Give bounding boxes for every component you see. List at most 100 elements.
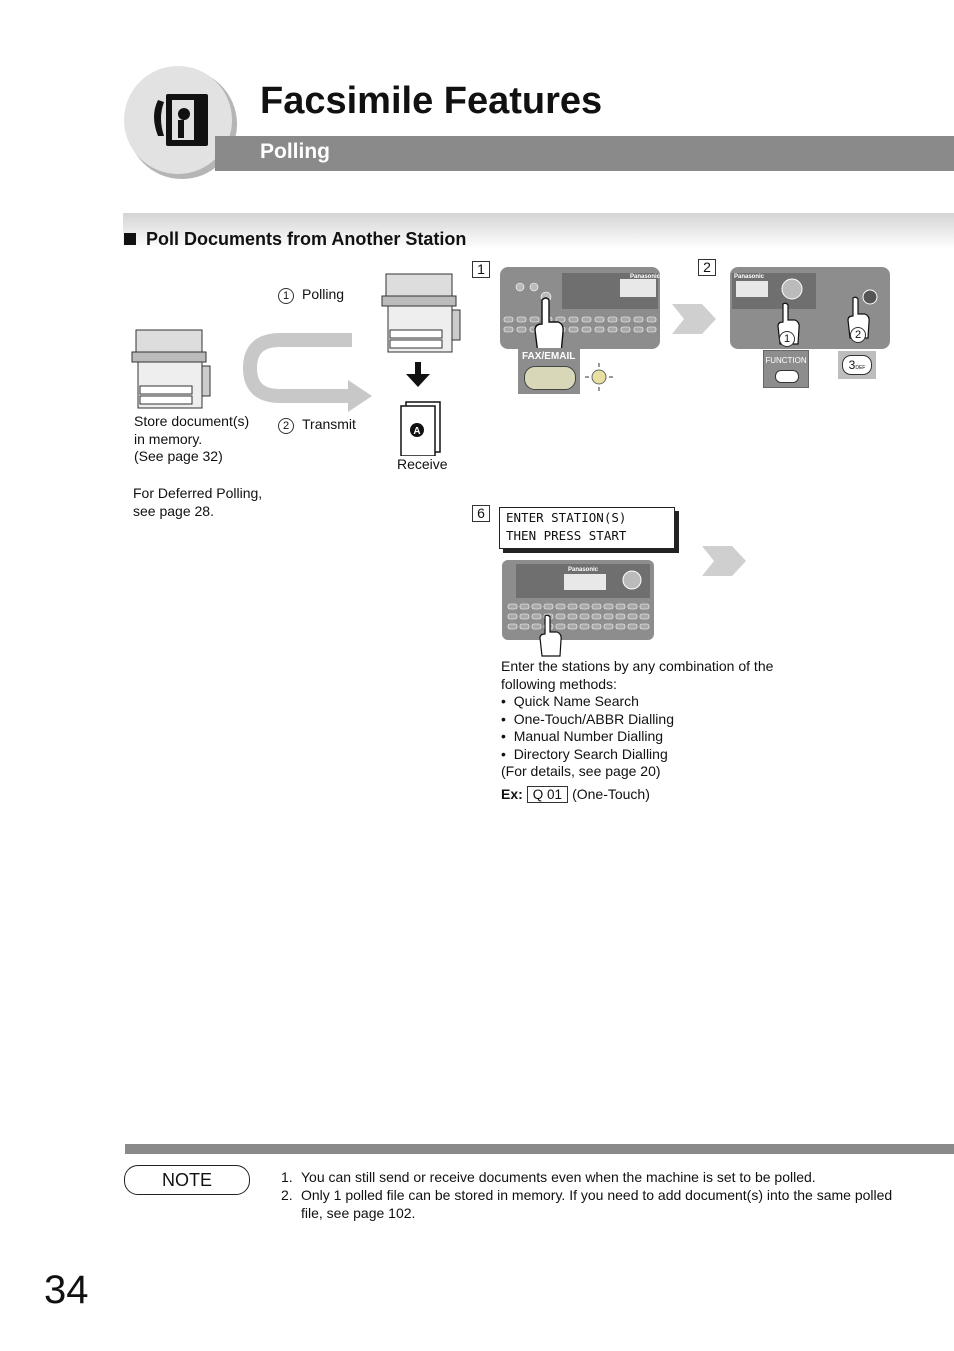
- method-item: • Quick Name Search: [501, 693, 639, 709]
- panel-key: [581, 316, 592, 323]
- fax-email-button-icon: [524, 366, 576, 390]
- panel-key: [594, 326, 605, 333]
- panel-brand-1: Panasonic: [630, 274, 660, 280]
- note-item-text: Only 1 polled file can be stored in memo…: [301, 1187, 893, 1221]
- note-item-text: You can still send or receive documents …: [301, 1169, 816, 1185]
- deferred-text: For Deferred Polling, see page 28.: [133, 485, 262, 520]
- panel-key: [555, 316, 566, 323]
- panel-key: [568, 316, 579, 323]
- panel-key: [620, 316, 631, 323]
- function-key: FUNCTION: [763, 350, 809, 388]
- example-line: Ex:Q 01(One-Touch): [501, 785, 811, 804]
- key-3-def: 3DEF: [838, 351, 876, 379]
- method-text: Quick Name Search: [513, 693, 639, 709]
- method-text: One-Touch/ABBR Dialling: [513, 710, 674, 727]
- step-2-circle-2: 2: [850, 327, 866, 343]
- fax-email-label: FAX/EMAIL: [522, 351, 576, 362]
- section-title-text: Poll Documents from Another Station: [146, 229, 467, 249]
- transmit-label: 2 Transmit: [278, 416, 356, 434]
- method-text: Manual Number Dialling: [513, 728, 664, 744]
- store-line-3: (See page 32): [134, 448, 223, 464]
- store-text: Store document(s) in memory. (See page 3…: [134, 413, 249, 466]
- transmit-number: 2: [278, 418, 294, 434]
- panel-key: [516, 316, 527, 323]
- panel-key: [581, 326, 592, 333]
- example-label: Ex:: [501, 785, 523, 802]
- fax-icon: [154, 94, 208, 146]
- header-emblem: [122, 64, 238, 180]
- subtitle-bar: [215, 136, 954, 171]
- panel-key: [607, 316, 618, 323]
- local-machine-illustration: [130, 326, 212, 412]
- down-arrow-icon: [405, 362, 431, 388]
- next-arrow-icon-2: [702, 546, 746, 576]
- function-label: FUNCTION: [765, 356, 807, 365]
- section-title: Poll Documents from Another Station: [124, 229, 466, 250]
- polling-label: 1 Polling: [278, 286, 344, 304]
- example-note: (One-Touch): [572, 785, 650, 802]
- step-6-hand-icon: [538, 614, 564, 658]
- doc-letter: A: [413, 426, 420, 437]
- polling-text: Polling: [302, 286, 345, 302]
- square-bullet-icon: [124, 233, 136, 245]
- transmit-text: Transmit: [302, 416, 356, 432]
- page-number: 34: [44, 1268, 89, 1312]
- lcd-line-2: THEN PRESS START: [506, 528, 627, 543]
- method-item: • One-Touch/ABBR Dialling: [501, 710, 674, 727]
- intro-line-1: Enter the stations by any combination of…: [501, 658, 774, 674]
- fax-lamp-lit-icon: [584, 362, 614, 392]
- method-item: • Directory Search Dialling: [501, 745, 668, 762]
- step-6-number: 6: [472, 505, 490, 522]
- instructions: Enter the stations by any combination of…: [501, 658, 811, 803]
- polling-flow-arrow: [240, 332, 375, 412]
- function-button-icon: [775, 370, 799, 383]
- panel-key: [516, 326, 527, 333]
- section-band: [123, 213, 954, 249]
- example-key: Q 01: [526, 785, 569, 803]
- deferred-line-1: For Deferred Polling,: [133, 485, 263, 501]
- page-subtitle: Polling: [260, 140, 330, 163]
- remote-machine-illustration: [380, 270, 462, 356]
- panel-key: [633, 316, 644, 323]
- page-title: Facsimile Features: [260, 80, 603, 122]
- note-list: 1. You can still send or receive document…: [281, 1168, 901, 1222]
- polling-number: 1: [278, 288, 294, 304]
- panel-key: [503, 316, 514, 323]
- panel-key: [594, 316, 605, 323]
- step-1-panel: Panasonic: [500, 267, 661, 349]
- intro-line-2: following methods:: [501, 675, 617, 692]
- note-badge: NOTE: [124, 1165, 250, 1195]
- fax-email-key: FAX/EMAIL: [518, 348, 580, 394]
- method-text: Directory Search Dialling: [513, 745, 668, 762]
- panel-brand-2: Panasonic: [734, 274, 765, 280]
- panel-brand-6: Panasonic: [568, 567, 599, 573]
- step-2-number: 2: [698, 259, 716, 276]
- lcd-line-1: ENTER STATION(S): [506, 510, 627, 525]
- method-item: • Manual Number Dialling: [501, 728, 664, 744]
- receive-label: Receive: [397, 456, 448, 472]
- store-line-2: in memory.: [134, 430, 203, 447]
- step-1-number: 1: [472, 261, 490, 278]
- panel-key: [607, 326, 618, 333]
- note-divider: [125, 1144, 954, 1154]
- note-item-num: 2.: [281, 1187, 293, 1203]
- deferred-line-2: see page 28.: [133, 502, 214, 519]
- panel-key: [633, 326, 644, 333]
- details-line: (For details, see page 20): [501, 763, 661, 779]
- note-item-num: 1.: [281, 1169, 293, 1185]
- document-icon: A: [398, 400, 444, 457]
- step-1-hand-icon: [532, 296, 566, 356]
- lcd-display: ENTER STATION(S) THEN PRESS START: [499, 507, 675, 549]
- panel-key: [646, 326, 657, 333]
- panel-key: [646, 316, 657, 323]
- key-3-label: 3: [848, 358, 856, 372]
- panel-key: [620, 326, 631, 333]
- key-3-button: 3DEF: [842, 355, 872, 375]
- store-line-1: Store document(s): [134, 413, 250, 429]
- step-6-panel: Panasonic: [502, 560, 654, 640]
- panel-key: [529, 316, 540, 323]
- key-3-sub: DEF: [855, 365, 866, 371]
- note-item: 2. Only 1 polled file can be stored in me…: [281, 1186, 901, 1222]
- next-arrow-icon-1: [672, 304, 716, 334]
- panel-key: [568, 326, 579, 333]
